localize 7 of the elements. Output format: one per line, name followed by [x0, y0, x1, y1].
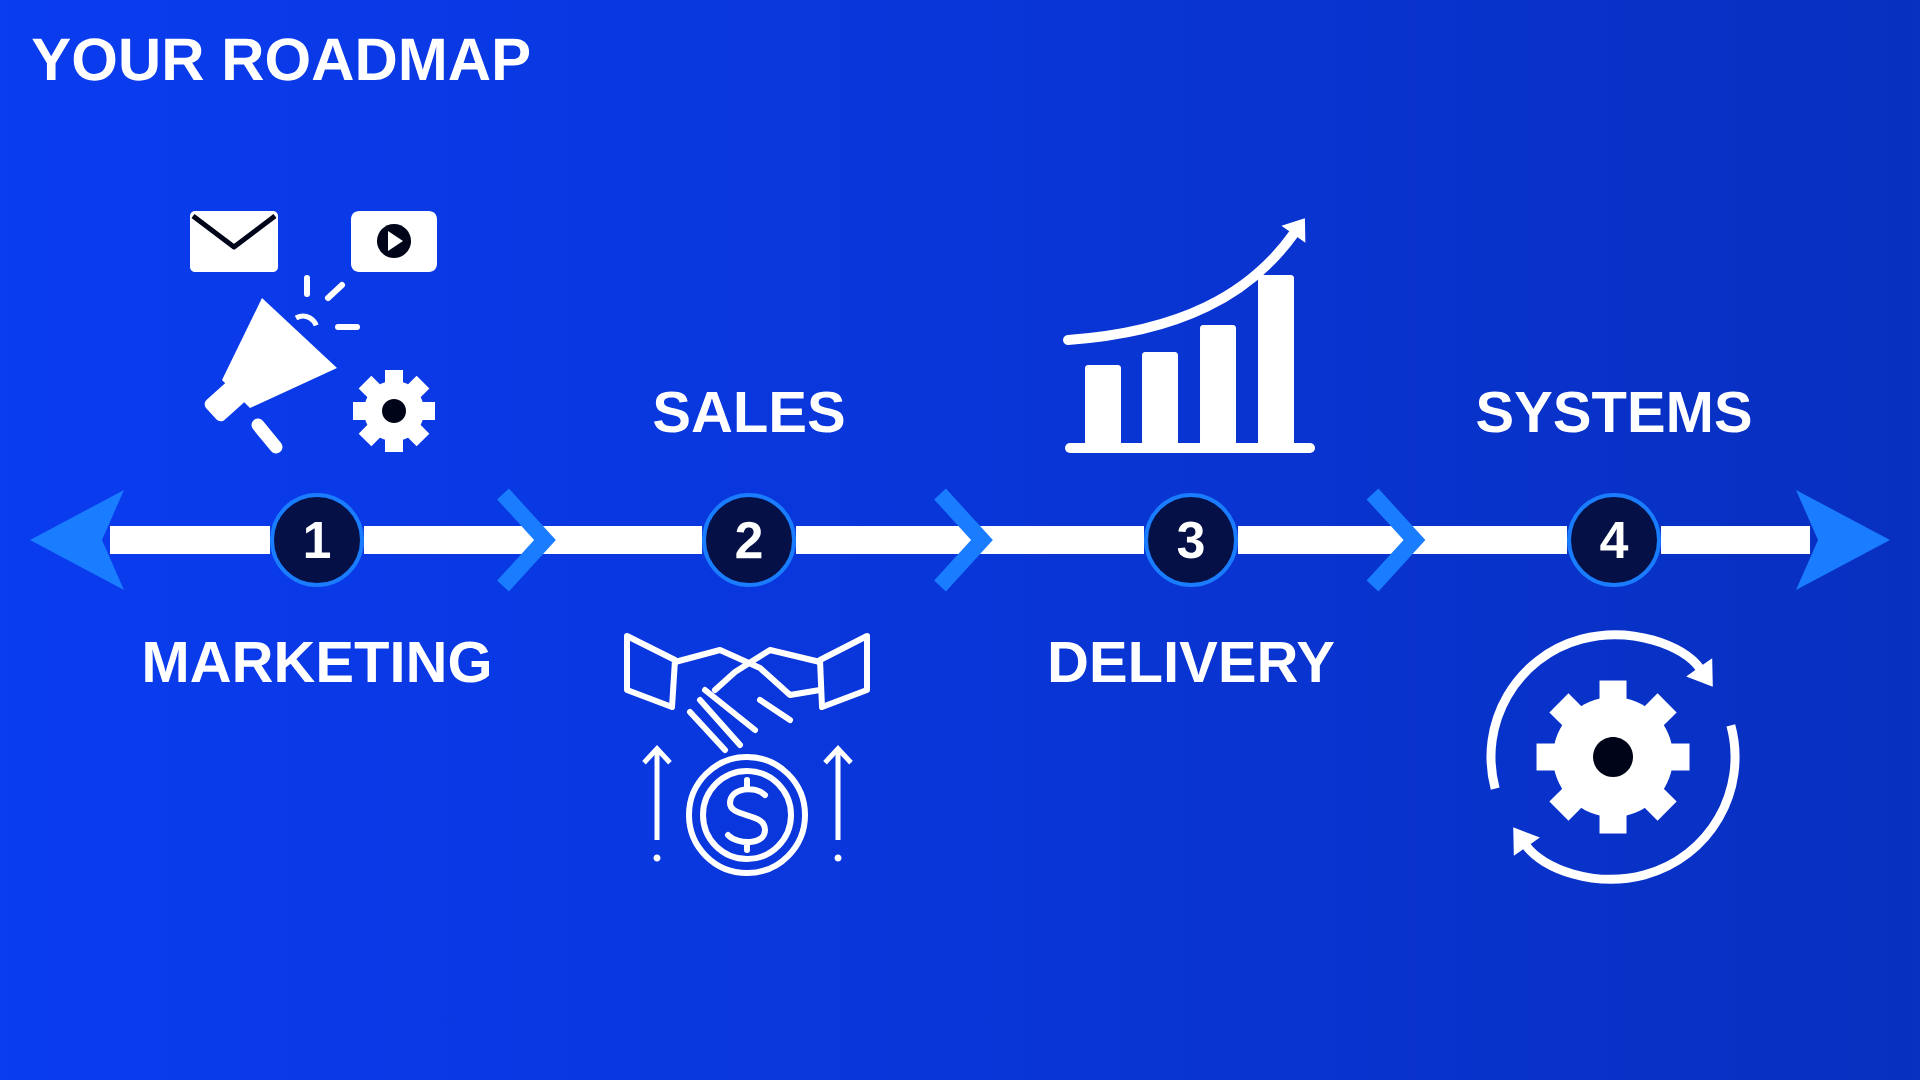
step-label: MARKETING: [145, 641, 489, 683]
step-label: DELIVERY: [1050, 642, 1335, 682]
timeline-arrow: [1661, 490, 1890, 590]
step-label: SYSTEMS: [1477, 391, 1751, 433]
step-label: SALES: [654, 391, 844, 433]
timeline-arrow: [30, 490, 270, 590]
title: YOUR ROADMAP: [32, 38, 530, 81]
